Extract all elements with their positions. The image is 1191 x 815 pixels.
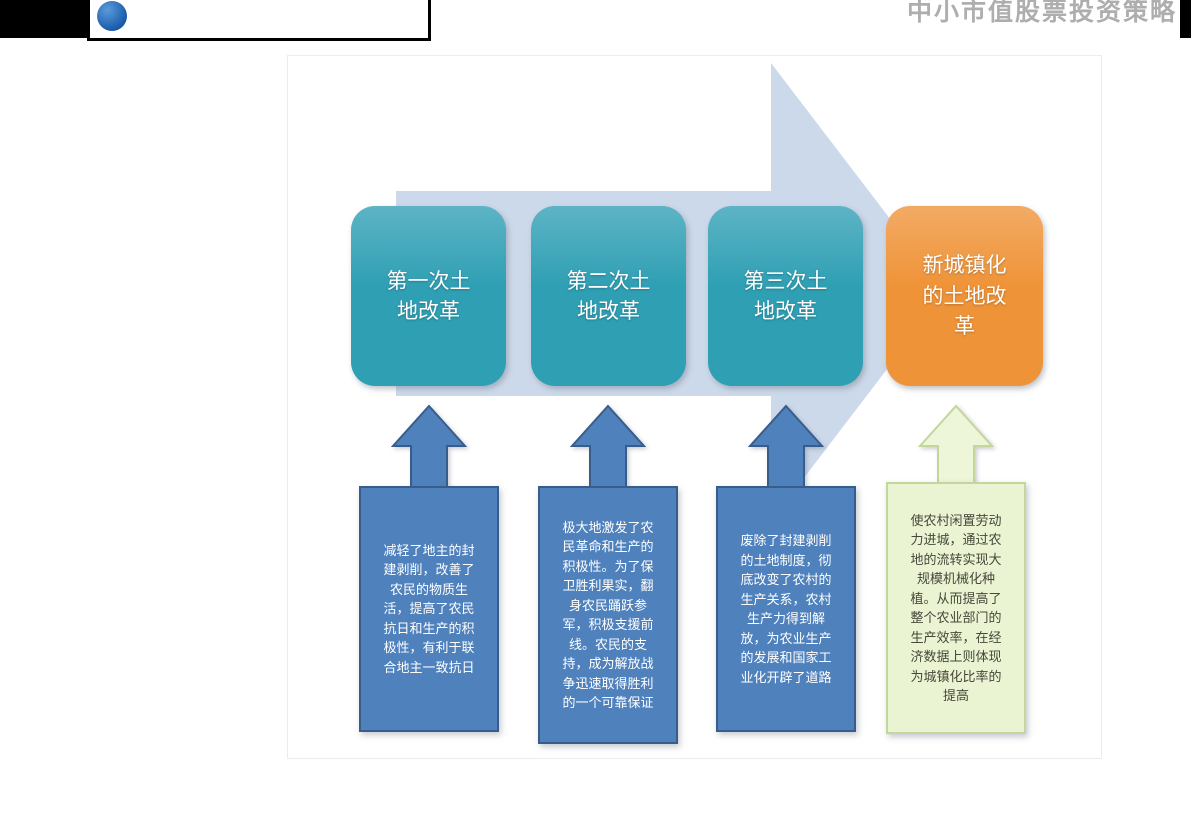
stage-desc-box-1: 减轻了地主的封建剥削，改善了农民的物质生活，提高了农民抗日和生产的积极性，有利于…	[359, 486, 499, 732]
header-black-bar-right	[1180, 0, 1191, 38]
stage-desc-box-3: 废除了封建剥削的土地制度，彻底改变了农村的生产关系，农村生产力得到解放，为农业生…	[716, 486, 856, 732]
header-black-bar-left	[0, 0, 87, 38]
stage-desc-box-2: 极大地激发了农民革命和生产的积极性。为了保卫胜利果实，翻身农民踊跃参军，积极支援…	[538, 486, 678, 744]
logo-box	[87, 0, 431, 41]
stage-title-box-3: 第三次土地改革	[708, 206, 863, 386]
company-logo-icon	[97, 1, 127, 31]
land-reform-diagram: 第一次土地改革 第二次土地改革 第三次土地改革 新城镇化的土地改革 减轻了地主的…	[287, 55, 1102, 759]
stage-title: 第三次土地改革	[743, 268, 828, 323]
stage-title-box-2: 第二次土地改革	[531, 206, 686, 386]
stage-desc: 废除了封建剥削的土地制度，彻底改变了农村的生产关系，农村生产力得到解放，为农业生…	[740, 533, 832, 685]
stage-desc: 减轻了地主的封建剥削，改善了农民的物质生活，提高了农民抗日和生产的积极性，有利于…	[383, 542, 475, 675]
up-arrow-icon-1	[391, 404, 467, 489]
up-arrow-icon-2	[570, 404, 646, 489]
stage-title: 第二次土地改革	[566, 268, 651, 323]
stage-title-box-4: 新城镇化的土地改革	[886, 206, 1043, 386]
stage-desc: 使农村闲置劳动力进城，通过农地的流转实现大规模机械化种植。从而提高了整个农业部门…	[910, 512, 1002, 704]
stage-desc: 极大地激发了农民革命和生产的积极性。为了保卫胜利果实，翻身农民踊跃参军，积极支援…	[562, 519, 654, 711]
stage-title: 新城镇化的土地改革	[922, 253, 1007, 339]
stage-title: 第一次土地改革	[386, 268, 471, 323]
stage-desc-box-4: 使农村闲置劳动力进城，通过农地的流转实现大规模机械化种植。从而提高了整个农业部门…	[886, 482, 1026, 734]
stage-title-box-1: 第一次土地改革	[351, 206, 506, 386]
up-arrow-icon-4	[918, 404, 994, 489]
up-arrow-icon-3	[748, 404, 824, 489]
report-title-watermark: 中小市值股票投资策略	[906, 0, 1177, 26]
